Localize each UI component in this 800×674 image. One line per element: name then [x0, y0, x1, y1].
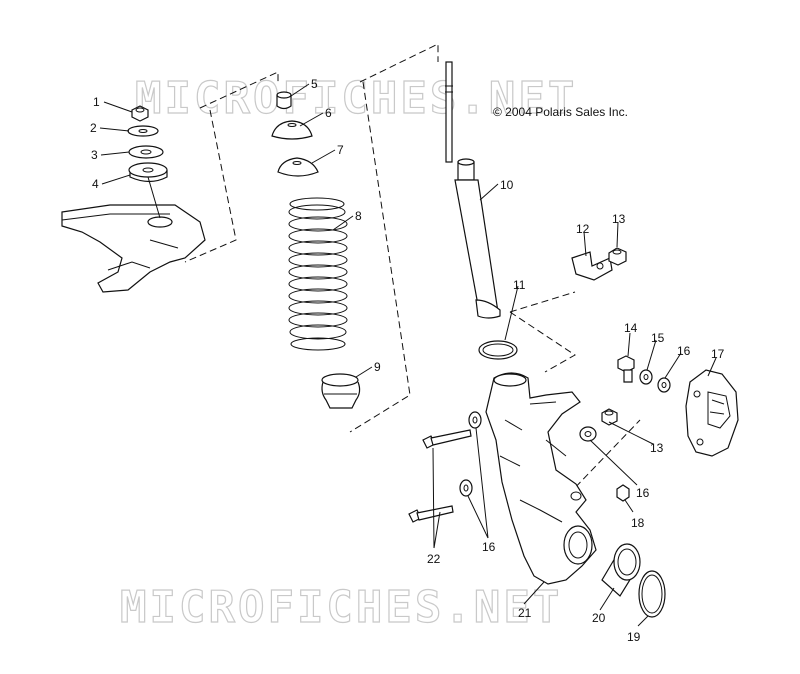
frame-bracket: [61, 176, 206, 293]
assembly-guides: [184, 43, 641, 496]
leader-lines: [99, 83, 717, 627]
callout-6: 6: [325, 106, 332, 120]
callout-20: 20: [592, 611, 606, 625]
part-19-ring: [638, 570, 666, 618]
callout-17: 17: [711, 347, 725, 361]
part-9-bumpstop: [321, 373, 361, 409]
part-15-washer: [639, 369, 653, 385]
callout-8: 8: [355, 209, 362, 223]
part-20-bearing: [601, 543, 641, 597]
callout-14: 14: [624, 321, 638, 335]
callout-9: 9: [374, 360, 381, 374]
part-6-seat: [271, 120, 313, 140]
callout-11: 11: [513, 278, 526, 292]
watermark-top: MICROFICHES.NET: [135, 73, 577, 124]
copyright-text: © 2004 Polaris Sales Inc.: [493, 105, 628, 119]
part-5-cap: [276, 91, 292, 110]
part-16-washer-mid: [579, 426, 597, 442]
part-11-oring: [478, 340, 518, 360]
callout-13-mid: 13: [650, 441, 664, 455]
callout-16-mid: 16: [636, 486, 650, 500]
part-17-caliper: [685, 369, 739, 457]
part-16-washer-lower-left: [459, 479, 473, 497]
part-16-washer-right: [657, 377, 671, 393]
callout-19: 19: [627, 630, 641, 644]
callout-12: 12: [576, 222, 590, 236]
callout-15: 15: [651, 331, 665, 345]
callout-22: 22: [427, 552, 441, 566]
part-16-washer-upper-left: [468, 411, 482, 429]
callout-5: 5: [311, 77, 318, 91]
part-3-washer: [128, 145, 164, 159]
callout-4: 4: [92, 177, 99, 191]
part-12-clip: [571, 251, 613, 281]
callout-21: 21: [518, 606, 532, 620]
part-22-bolt-upper: [422, 429, 472, 449]
callout-16-right: 16: [677, 344, 691, 358]
callout-3: 3: [91, 148, 98, 162]
part-14-bolt: [617, 355, 635, 383]
callout-10: 10: [500, 178, 514, 192]
part-2-washer: [127, 125, 159, 137]
part-8-spring: [288, 197, 348, 351]
callout-18: 18: [631, 516, 645, 530]
callout-2: 2: [90, 121, 97, 135]
callout-1: 1: [93, 95, 100, 109]
callout-7: 7: [337, 143, 344, 157]
callout-13-top: 13: [612, 212, 626, 226]
part-1-nut: [131, 105, 149, 122]
callout-16-left: 16: [482, 540, 496, 554]
part-10-shock: [445, 61, 501, 319]
watermark-bottom: MICROFICHES.NET: [120, 582, 562, 633]
part-13-nut-mid: [601, 408, 618, 426]
part-18-bleeder: [616, 484, 630, 502]
part-22-bolt-lower: [408, 505, 454, 523]
callouts: 1 2 3 4 5 6 7 8 9 10 11 12 13 13 14 15 1…: [90, 77, 725, 644]
part-13-nut-top: [608, 247, 627, 266]
part-7-seat: [277, 157, 319, 177]
part-21-knuckle: [485, 372, 597, 585]
